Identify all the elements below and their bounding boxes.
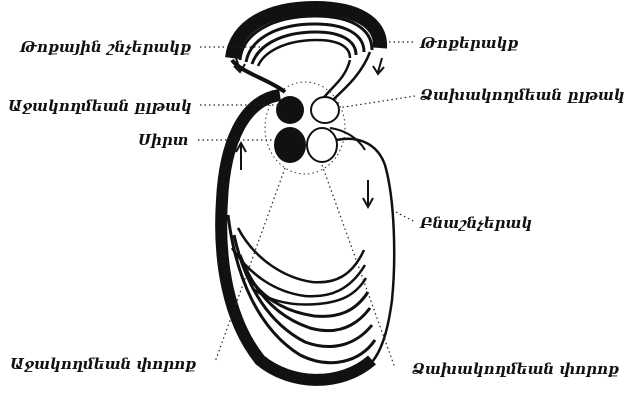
left-ventricle-shape xyxy=(307,128,337,162)
label-aorta: Բնաշնչերակ xyxy=(420,216,532,231)
flow-arrows xyxy=(234,58,384,207)
label-right-atrium: Աջակողմեան ըլթակ xyxy=(8,99,192,114)
label-left-atrium: Ձախակողմեան ըլթակ xyxy=(420,88,625,103)
label-pulmonary-arteries: Թոքային շնչերակք xyxy=(20,40,191,55)
aorta-vessel xyxy=(330,128,394,362)
label-heart: Սիրտ xyxy=(138,133,188,148)
label-left-ventricle: Ձախակողմեան փորոք xyxy=(412,362,619,377)
up-arrow-icon xyxy=(236,143,246,170)
lung-vessels xyxy=(232,8,380,105)
left-atrium-shape xyxy=(311,97,339,123)
right-ventricle-shape xyxy=(274,127,306,163)
label-right-ventricle: Աջակողմեան փորոք xyxy=(10,357,196,372)
down-arrow-icon xyxy=(363,180,373,207)
label-pulmonary-veins: Թոքերակք xyxy=(420,36,518,51)
right-lung-arrow-icon xyxy=(373,58,384,74)
